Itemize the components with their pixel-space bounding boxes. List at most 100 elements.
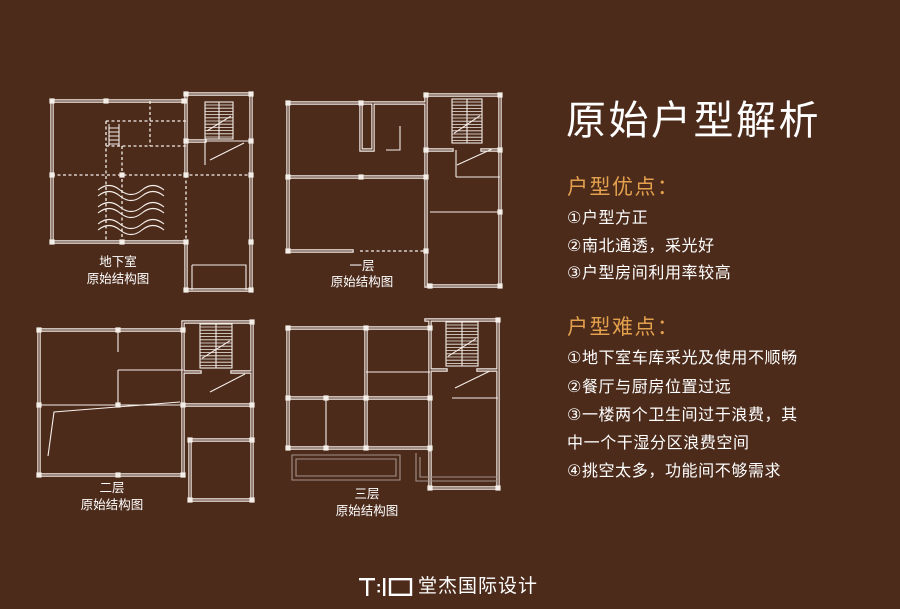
structural-column <box>183 91 189 97</box>
structural-column <box>358 174 364 180</box>
structural-column <box>49 239 55 245</box>
structural-column <box>36 327 42 333</box>
structural-column <box>249 497 255 503</box>
difficulty-item: 中一个干湿分区浪费空间 <box>567 433 750 452</box>
first-floor-label: 一层 <box>349 258 375 273</box>
structural-column <box>180 402 186 408</box>
staircase <box>204 101 234 140</box>
advantage-item: ②南北通透，采光好 <box>567 236 715 255</box>
structural-column <box>323 395 329 401</box>
basement-wave-lines <box>97 184 165 236</box>
second-floor-plan <box>36 319 255 503</box>
structural-column <box>36 402 42 408</box>
structural-column <box>363 395 369 401</box>
structural-column <box>423 147 429 153</box>
first-floor-caption: 原始结构图 <box>330 274 394 289</box>
structural-column <box>427 325 433 331</box>
structural-column <box>248 239 254 245</box>
structural-column <box>115 402 121 408</box>
stair-break-line <box>201 340 231 359</box>
basement-thin-lines <box>191 140 251 290</box>
basement-caption: 原始结构图 <box>86 271 150 286</box>
basement-dashed-lines <box>52 101 251 242</box>
structural-column <box>187 497 193 503</box>
basement-ladder <box>108 124 120 146</box>
second-floor-thin-lines <box>39 330 246 457</box>
structural-column <box>495 485 501 491</box>
logo-d-box <box>388 578 413 596</box>
structural-column <box>248 138 254 144</box>
structural-column <box>183 239 189 245</box>
structural-column <box>285 248 291 254</box>
structural-column <box>363 325 369 331</box>
structural-column <box>248 91 254 97</box>
difficulty-item: ②餐厅与厨房位置过远 <box>567 377 732 396</box>
third-floor-thin-lines <box>325 370 498 448</box>
structural-column <box>183 287 189 293</box>
structural-column <box>423 174 429 180</box>
structural-column <box>249 437 255 443</box>
logo-mark <box>359 578 413 596</box>
structural-column <box>427 485 433 491</box>
structural-column <box>285 100 291 106</box>
structural-column <box>49 172 55 178</box>
logo-dot <box>377 590 380 593</box>
structural-column <box>183 172 189 178</box>
staircase <box>199 323 233 369</box>
structural-column <box>427 445 433 451</box>
structural-column <box>363 445 369 451</box>
logo-t-stem <box>366 578 369 596</box>
third-floor-roof-outline <box>291 453 497 482</box>
structural-column <box>427 395 433 401</box>
logo-dot <box>377 584 380 587</box>
structural-column <box>119 172 125 178</box>
structural-column <box>285 325 291 331</box>
logo-i-stem <box>383 578 386 596</box>
structural-column <box>285 395 291 401</box>
structural-column <box>497 209 503 215</box>
structural-column <box>248 172 254 178</box>
structural-column <box>180 472 186 478</box>
advantage-item: ①户型方正 <box>567 208 649 227</box>
structural-column <box>180 327 186 333</box>
third-floor-plan <box>285 317 501 491</box>
structural-column <box>103 98 109 104</box>
structural-column <box>423 248 429 254</box>
structural-column <box>49 98 55 104</box>
structural-column <box>423 92 429 98</box>
structural-column <box>183 138 189 144</box>
structural-column <box>248 287 254 293</box>
structural-column <box>497 147 503 153</box>
structural-column <box>36 472 42 478</box>
difficulties-heading: 户型难点： <box>567 315 680 339</box>
second-floor-label: 二层 <box>99 480 125 495</box>
stair-break-line <box>206 115 232 132</box>
stair-break-line <box>447 338 477 357</box>
structural-column <box>495 317 501 323</box>
structural-column <box>119 239 125 245</box>
difficulty-item: ③一楼两个卫生间过于浪费，其 <box>567 405 798 424</box>
structural-column <box>427 283 433 289</box>
structural-column <box>285 174 291 180</box>
stair-break-line <box>453 115 481 134</box>
first-floor-plan <box>285 92 503 289</box>
structural-column <box>249 402 255 408</box>
advantages-heading: 户型优点： <box>567 175 680 199</box>
third-floor-caption: 原始结构图 <box>335 503 399 518</box>
structural-column <box>323 445 329 451</box>
staircase <box>451 98 483 144</box>
staircase <box>445 321 479 367</box>
difficulty-item: ④挑空太多，功能间不够需求 <box>567 461 782 480</box>
basement-floor-label: 地下室 <box>99 254 137 269</box>
logo-company-name: 堂杰国际设计 <box>418 575 539 597</box>
structural-column <box>497 92 503 98</box>
second-floor-caption: 原始结构图 <box>80 497 144 512</box>
structural-column <box>497 283 503 289</box>
advantage-item: ③户型房间利用率较高 <box>567 263 732 282</box>
structural-column <box>358 100 364 106</box>
structural-column <box>249 319 255 325</box>
difficulty-item: ①地下室车库采光及使用不顺畅 <box>567 348 798 367</box>
structural-column <box>187 437 193 443</box>
